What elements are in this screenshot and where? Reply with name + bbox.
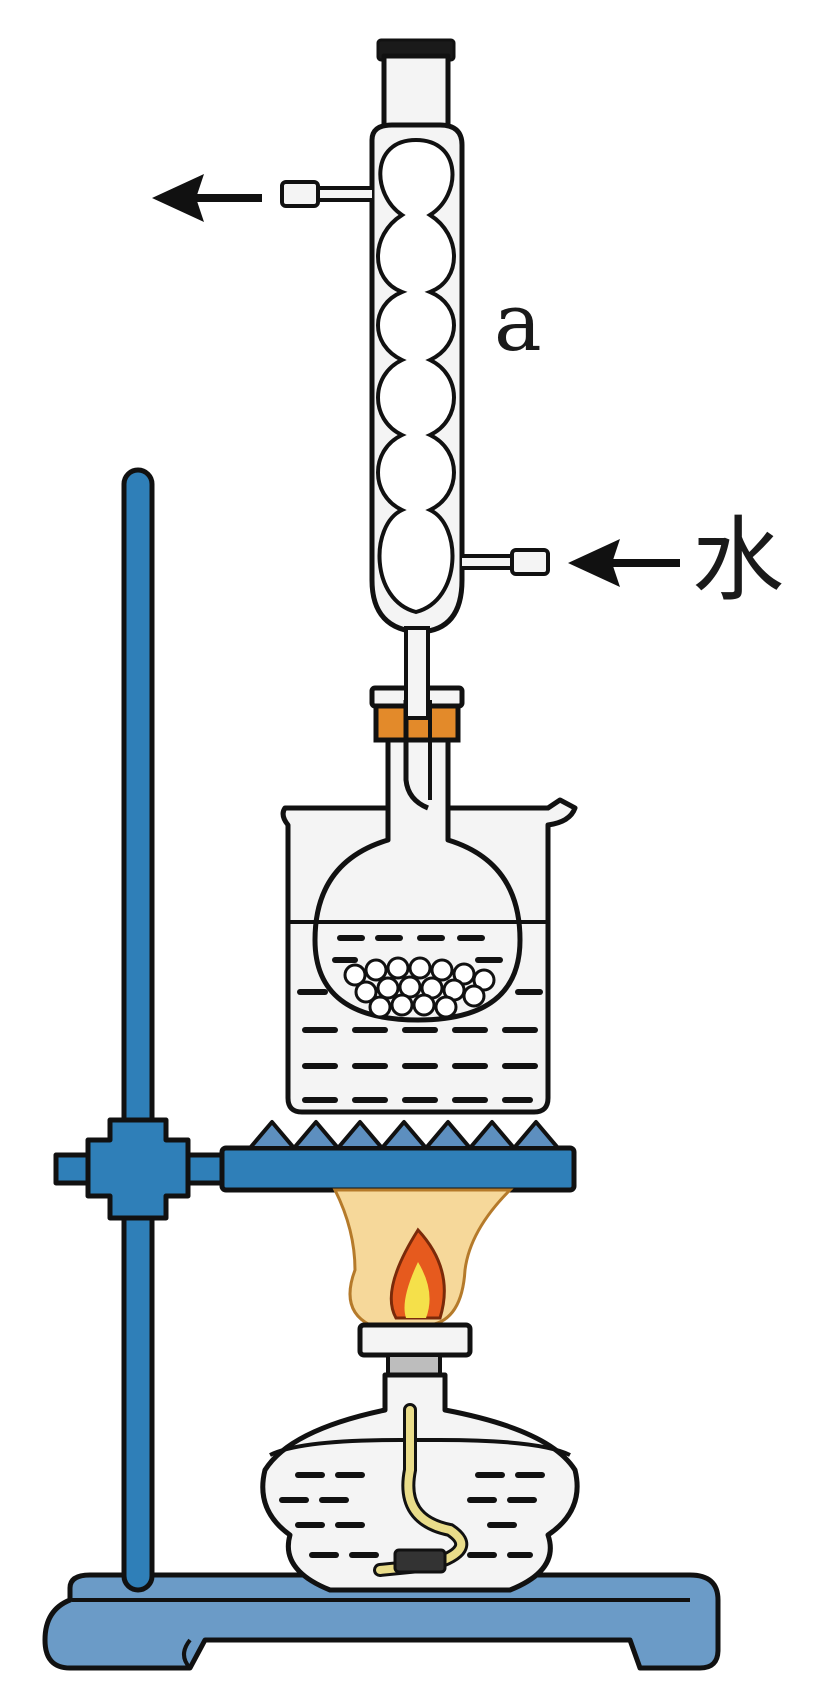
wire-gauze xyxy=(248,1120,560,1150)
arrow-left-icon xyxy=(152,174,262,222)
stand-base xyxy=(42,1572,721,1671)
stand-rod xyxy=(121,467,155,1593)
ring-support xyxy=(53,1117,577,1221)
bulb-condenser xyxy=(280,38,550,720)
water-label: 水 xyxy=(692,507,784,614)
alcohol-burner xyxy=(260,1322,580,1593)
condenser-label: a xyxy=(494,276,542,369)
arrow-left-icon xyxy=(568,539,680,587)
flame xyxy=(332,1188,514,1327)
boiling-chips xyxy=(343,956,496,1019)
